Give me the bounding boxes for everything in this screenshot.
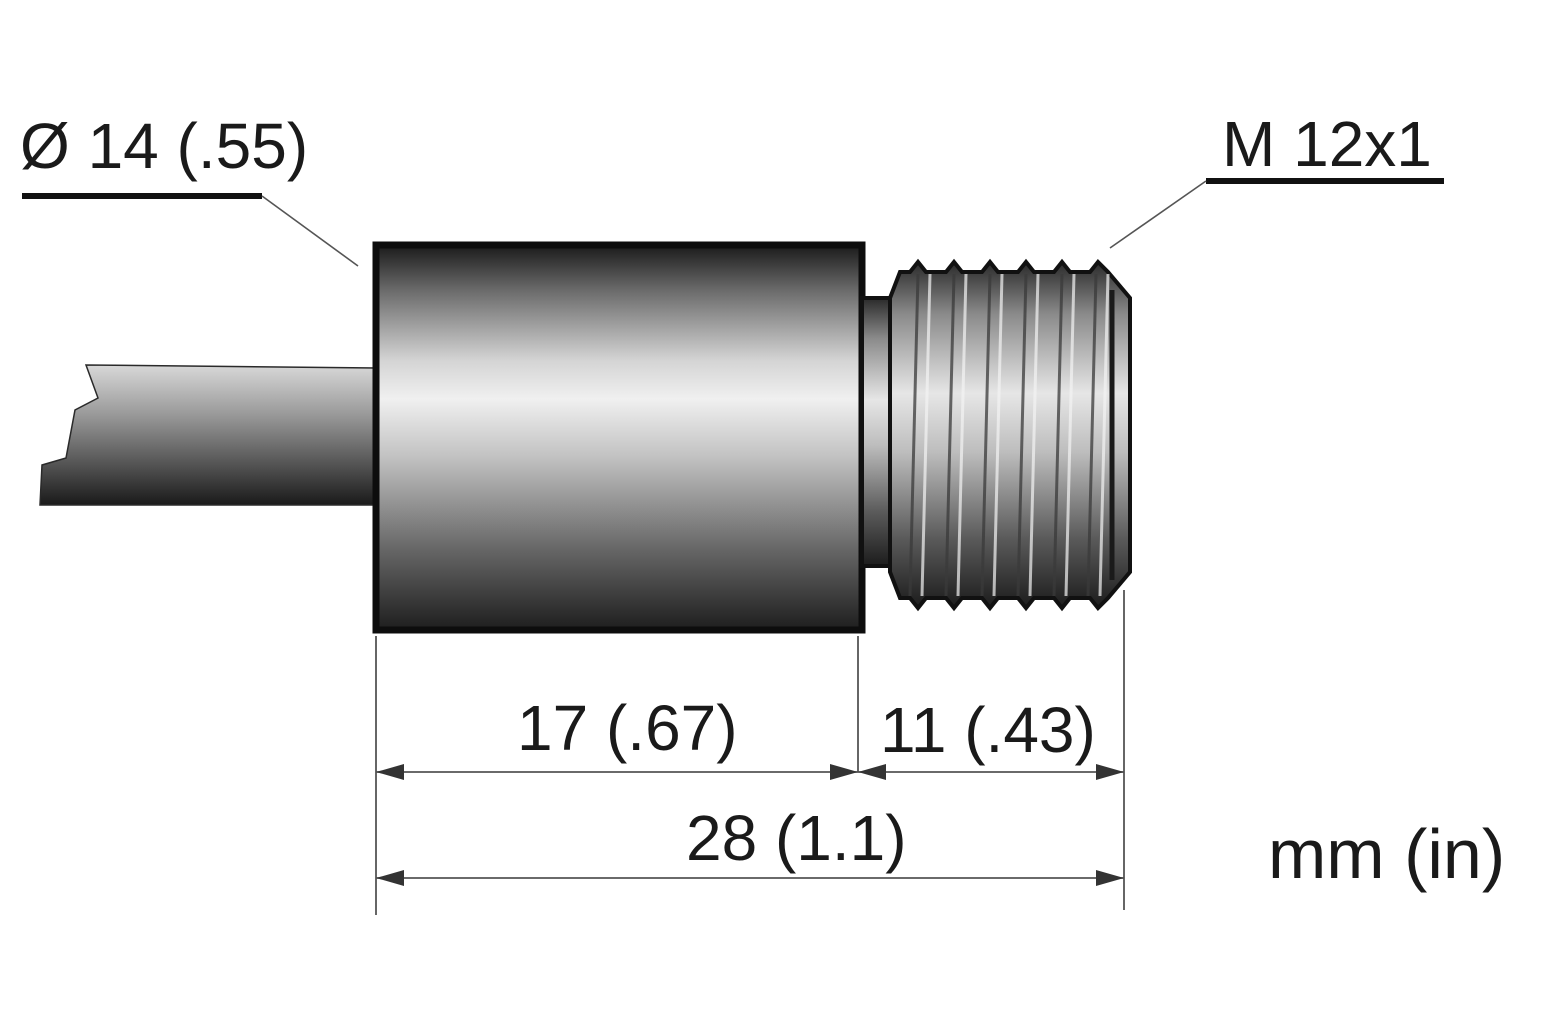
thread-groove [1016,273,1028,597]
thread-groove [980,273,992,597]
extension-lines [375,590,1125,915]
threaded-section [888,258,1132,612]
thread-label: M 12x1 [1222,108,1432,180]
thread-highlight [992,273,1004,597]
thread-length-dimension: 11 (.43) [858,694,1124,780]
thread-length-label: 11 (.43) [880,694,1096,766]
thread-callout: M 12x1 [1109,108,1444,249]
cable [39,364,377,506]
total-length-label: 28 (1.1) [686,802,907,874]
thread-neck [860,296,892,568]
diameter-label: Ø 14 (.55) [20,110,308,182]
body-length-label: 17 (.67) [517,692,738,764]
thread-highlight [920,273,932,597]
units-label: mm (in) [1268,815,1505,893]
diameter-callout: Ø 14 (.55) [20,110,359,267]
thread-groove [908,273,920,597]
body-length-dimension: 17 (.67) [376,692,858,780]
thread-groove [1086,273,1098,597]
thread-groove [944,273,956,597]
thread-highlight [1098,273,1110,597]
thread-highlight [956,273,968,597]
total-length-dimension: 28 (1.1) [376,802,1124,886]
thread-groove [1052,273,1064,597]
thread-highlight [1064,273,1076,597]
sensor-body [372,241,866,634]
thread-highlight [1028,273,1040,597]
